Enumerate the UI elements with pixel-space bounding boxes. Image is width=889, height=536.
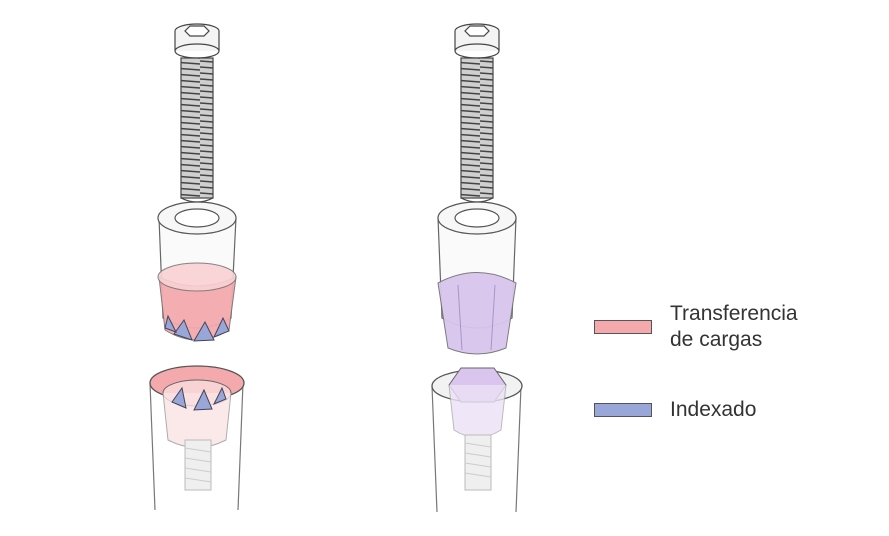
legend-line: Indexado <box>670 397 756 423</box>
legend-line: de cargas <box>670 327 798 353</box>
screw-icon <box>455 24 499 202</box>
legend-label-indexed: Indexado <box>670 397 756 423</box>
legend-load-transfer: Transferencia de cargas <box>594 301 798 353</box>
implant-icon <box>432 368 522 512</box>
legend-label-load-transfer: Transferencia de cargas <box>670 301 798 353</box>
legend-line: Transferencia <box>670 301 798 327</box>
abutment-icon <box>438 202 516 354</box>
legend-swatch-pink <box>594 320 652 334</box>
legend-swatch-blue <box>594 403 652 417</box>
left-assembly <box>150 24 244 510</box>
right-assembly <box>432 24 522 512</box>
legend-indexed: Indexado <box>594 397 756 423</box>
implant-icon <box>150 366 244 510</box>
screw-icon <box>175 24 219 202</box>
abutment-icon <box>158 202 236 341</box>
